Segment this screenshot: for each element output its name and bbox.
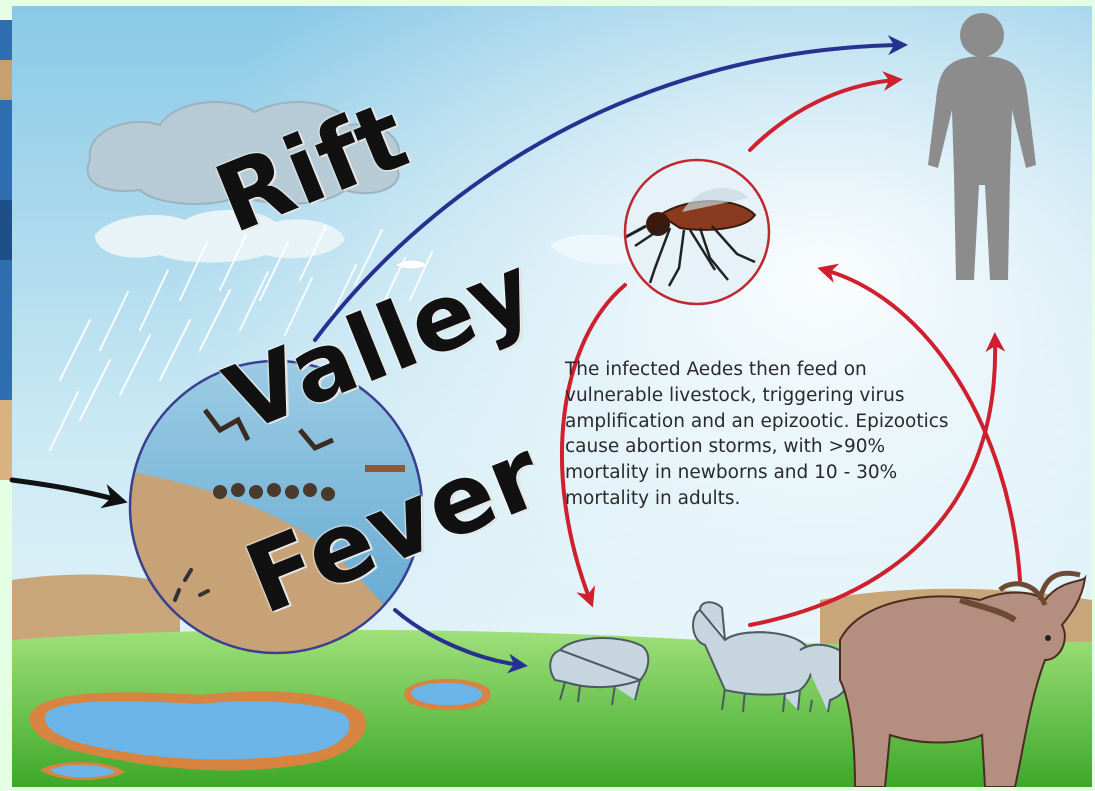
caption-line: mortality in newborns and 10 - 30%	[565, 460, 995, 486]
caption-line: mortality in adults.	[565, 486, 995, 512]
mosquito-icon	[624, 160, 769, 304]
caption-line: The infected Aedes then feed on	[565, 357, 995, 383]
caption-line: cause abortion storms, with >90%	[565, 434, 995, 460]
caption-line: vulnerable livestock, triggering virus	[565, 383, 995, 409]
caption-line: amplification and an epizootic. Epizooti…	[565, 409, 995, 435]
diagram-caption: The infected Aedes then feed on vulnerab…	[565, 357, 995, 512]
